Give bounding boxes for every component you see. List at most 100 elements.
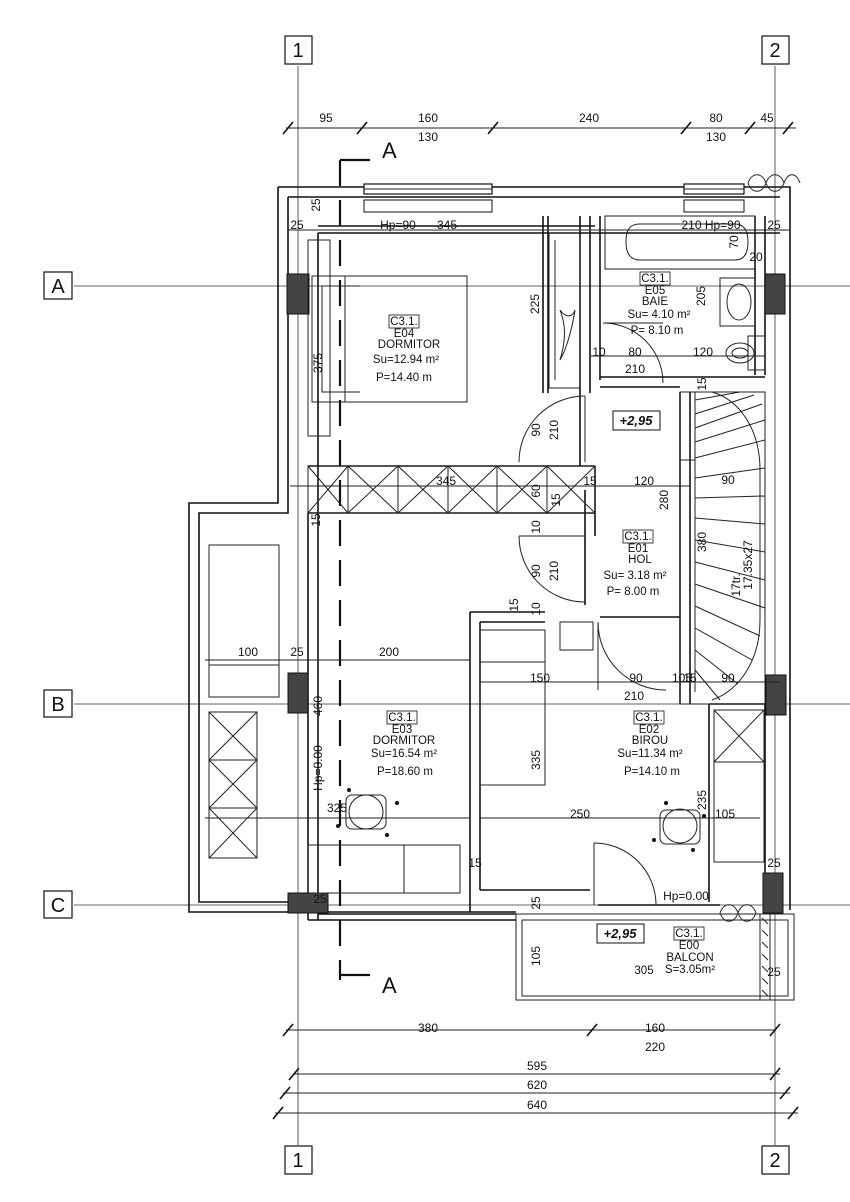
grid-axes: [74, 66, 850, 1145]
svg-text:150: 150: [530, 671, 550, 685]
wardrobe-right: [713, 709, 765, 863]
svg-text:2: 2: [769, 40, 780, 62]
svg-text:25: 25: [309, 198, 323, 212]
svg-text:C3.1.: C3.1.: [388, 712, 416, 724]
desk-bottom-left: [307, 844, 461, 894]
svg-text:HOL: HOL: [628, 554, 652, 566]
svg-text:BAIE: BAIE: [642, 296, 669, 308]
vent-symbol-top: [747, 174, 801, 192]
svg-text:200: 200: [379, 645, 399, 659]
svg-text:305: 305: [634, 965, 653, 977]
svg-text:15: 15: [507, 598, 521, 612]
svg-text:205: 205: [694, 286, 708, 306]
svg-text:E02: E02: [639, 724, 659, 736]
svg-text:Hp=0.00: Hp=0.00: [663, 889, 709, 903]
top-dimension-chain: 95 160 240 80 45 130 130: [282, 111, 796, 144]
svg-text:25: 25: [767, 218, 781, 232]
svg-text:BALCON: BALCON: [666, 952, 713, 964]
svg-text:E03: E03: [392, 724, 412, 736]
svg-text:60: 60: [529, 484, 543, 498]
svg-text:17tr.: 17tr.: [729, 573, 743, 596]
svg-text:160: 160: [418, 111, 438, 125]
svg-text:90: 90: [529, 423, 543, 437]
bed-birou: [479, 629, 546, 786]
svg-text:25: 25: [290, 218, 304, 232]
svg-text:105: 105: [715, 807, 735, 821]
section-line-a-a: A A: [338, 138, 397, 998]
svg-text:345: 345: [437, 218, 457, 232]
svg-text:240: 240: [579, 111, 599, 125]
axis-label-1-bottom: 1: [284, 1145, 313, 1175]
svg-text:Su=12.94 m²: Su=12.94 m²: [373, 354, 439, 366]
svg-text:+2,95: +2,95: [604, 926, 638, 941]
door-baie: [602, 322, 664, 384]
svg-text:15: 15: [468, 856, 482, 870]
bed-top: [311, 275, 468, 403]
svg-text:Su=11.34 m²: Su=11.34 m²: [617, 748, 682, 760]
svg-text:210 Hp=90: 210 Hp=90: [681, 218, 740, 232]
window-top-left: [363, 183, 493, 213]
svg-text:P=14.40 m: P=14.40 m: [376, 372, 432, 384]
svg-text:210: 210: [547, 420, 561, 440]
bottom-dimension-chain: 380 160 220 595 620 640: [272, 1021, 799, 1120]
svg-text:280: 280: [657, 490, 671, 510]
svg-text:105: 105: [672, 671, 692, 685]
svg-text:620: 620: [527, 1078, 547, 1092]
svg-text:2: 2: [769, 1150, 780, 1172]
structural-columns: [286, 273, 787, 914]
wardrobe-bottom-left: [208, 711, 258, 859]
room-label-e00: C3.1. E00 BALCON S=3.05m² 305: [634, 926, 715, 977]
svg-text:120: 120: [693, 345, 713, 359]
svg-text:100: 100: [238, 645, 258, 659]
svg-text:640: 640: [527, 1098, 547, 1112]
svg-text:15: 15: [683, 671, 697, 685]
svg-text:105: 105: [529, 946, 543, 966]
svg-text:Hp=90: Hp=90: [380, 218, 416, 232]
svg-text:80: 80: [709, 111, 723, 125]
svg-text:90: 90: [721, 671, 735, 685]
svg-text:S=3.05m²: S=3.05m²: [665, 964, 715, 976]
svg-text:1: 1: [292, 1150, 303, 1172]
svg-text:P=14.10 m: P=14.10 m: [624, 766, 680, 778]
svg-text:90: 90: [529, 564, 543, 578]
svg-text:45: 45: [760, 111, 774, 125]
svg-text:15: 15: [583, 474, 597, 488]
svg-text:25: 25: [290, 645, 304, 659]
bathtub: [604, 215, 756, 270]
door-dormitor-bottom: [518, 535, 586, 603]
toilet: [725, 335, 766, 371]
svg-text:C: C: [51, 895, 65, 917]
svg-text:25: 25: [529, 896, 543, 910]
svg-text:130: 130: [706, 130, 726, 144]
level-marker-hol: +2,95: [612, 410, 661, 431]
svg-text:210: 210: [624, 689, 644, 703]
level-marker-balcon: +2,95: [596, 923, 645, 944]
svg-text:380: 380: [418, 1021, 438, 1035]
svg-text:10: 10: [529, 520, 543, 534]
svg-text:90: 90: [629, 671, 643, 685]
door-birou: [597, 621, 667, 691]
svg-text:C3.1.: C3.1.: [624, 531, 652, 543]
wardrobe-row: [307, 465, 596, 514]
svg-text:225: 225: [528, 294, 542, 314]
svg-text:E05: E05: [645, 285, 665, 297]
cabinet-tall: [548, 232, 581, 389]
svg-text:375: 375: [311, 353, 325, 373]
svg-text:10: 10: [592, 345, 606, 359]
svg-text:A: A: [382, 973, 397, 998]
door-balcon: [593, 842, 657, 906]
svg-text:160: 160: [645, 1021, 665, 1035]
svg-text:Su= 3.18 m²: Su= 3.18 m²: [604, 570, 667, 582]
svg-text:325: 325: [327, 801, 347, 815]
svg-text:10: 10: [529, 602, 543, 616]
svg-text:P=18.60 m: P=18.60 m: [377, 766, 433, 778]
svg-text:90: 90: [721, 473, 735, 487]
axis-label-2-top: 2: [761, 35, 790, 65]
interior-dimensions: Hp=90 345 210 Hp=90 25 25 25 70 20 205 2…: [205, 198, 790, 979]
axis-label-B: B: [43, 689, 73, 718]
axis-label-1-top: 1: [284, 35, 313, 65]
room-label-e02: C3.1. E02 BIROU Su=11.34 m² P=14.10 m: [617, 710, 683, 778]
svg-text:E04: E04: [394, 328, 415, 340]
svg-text:235: 235: [695, 790, 709, 810]
